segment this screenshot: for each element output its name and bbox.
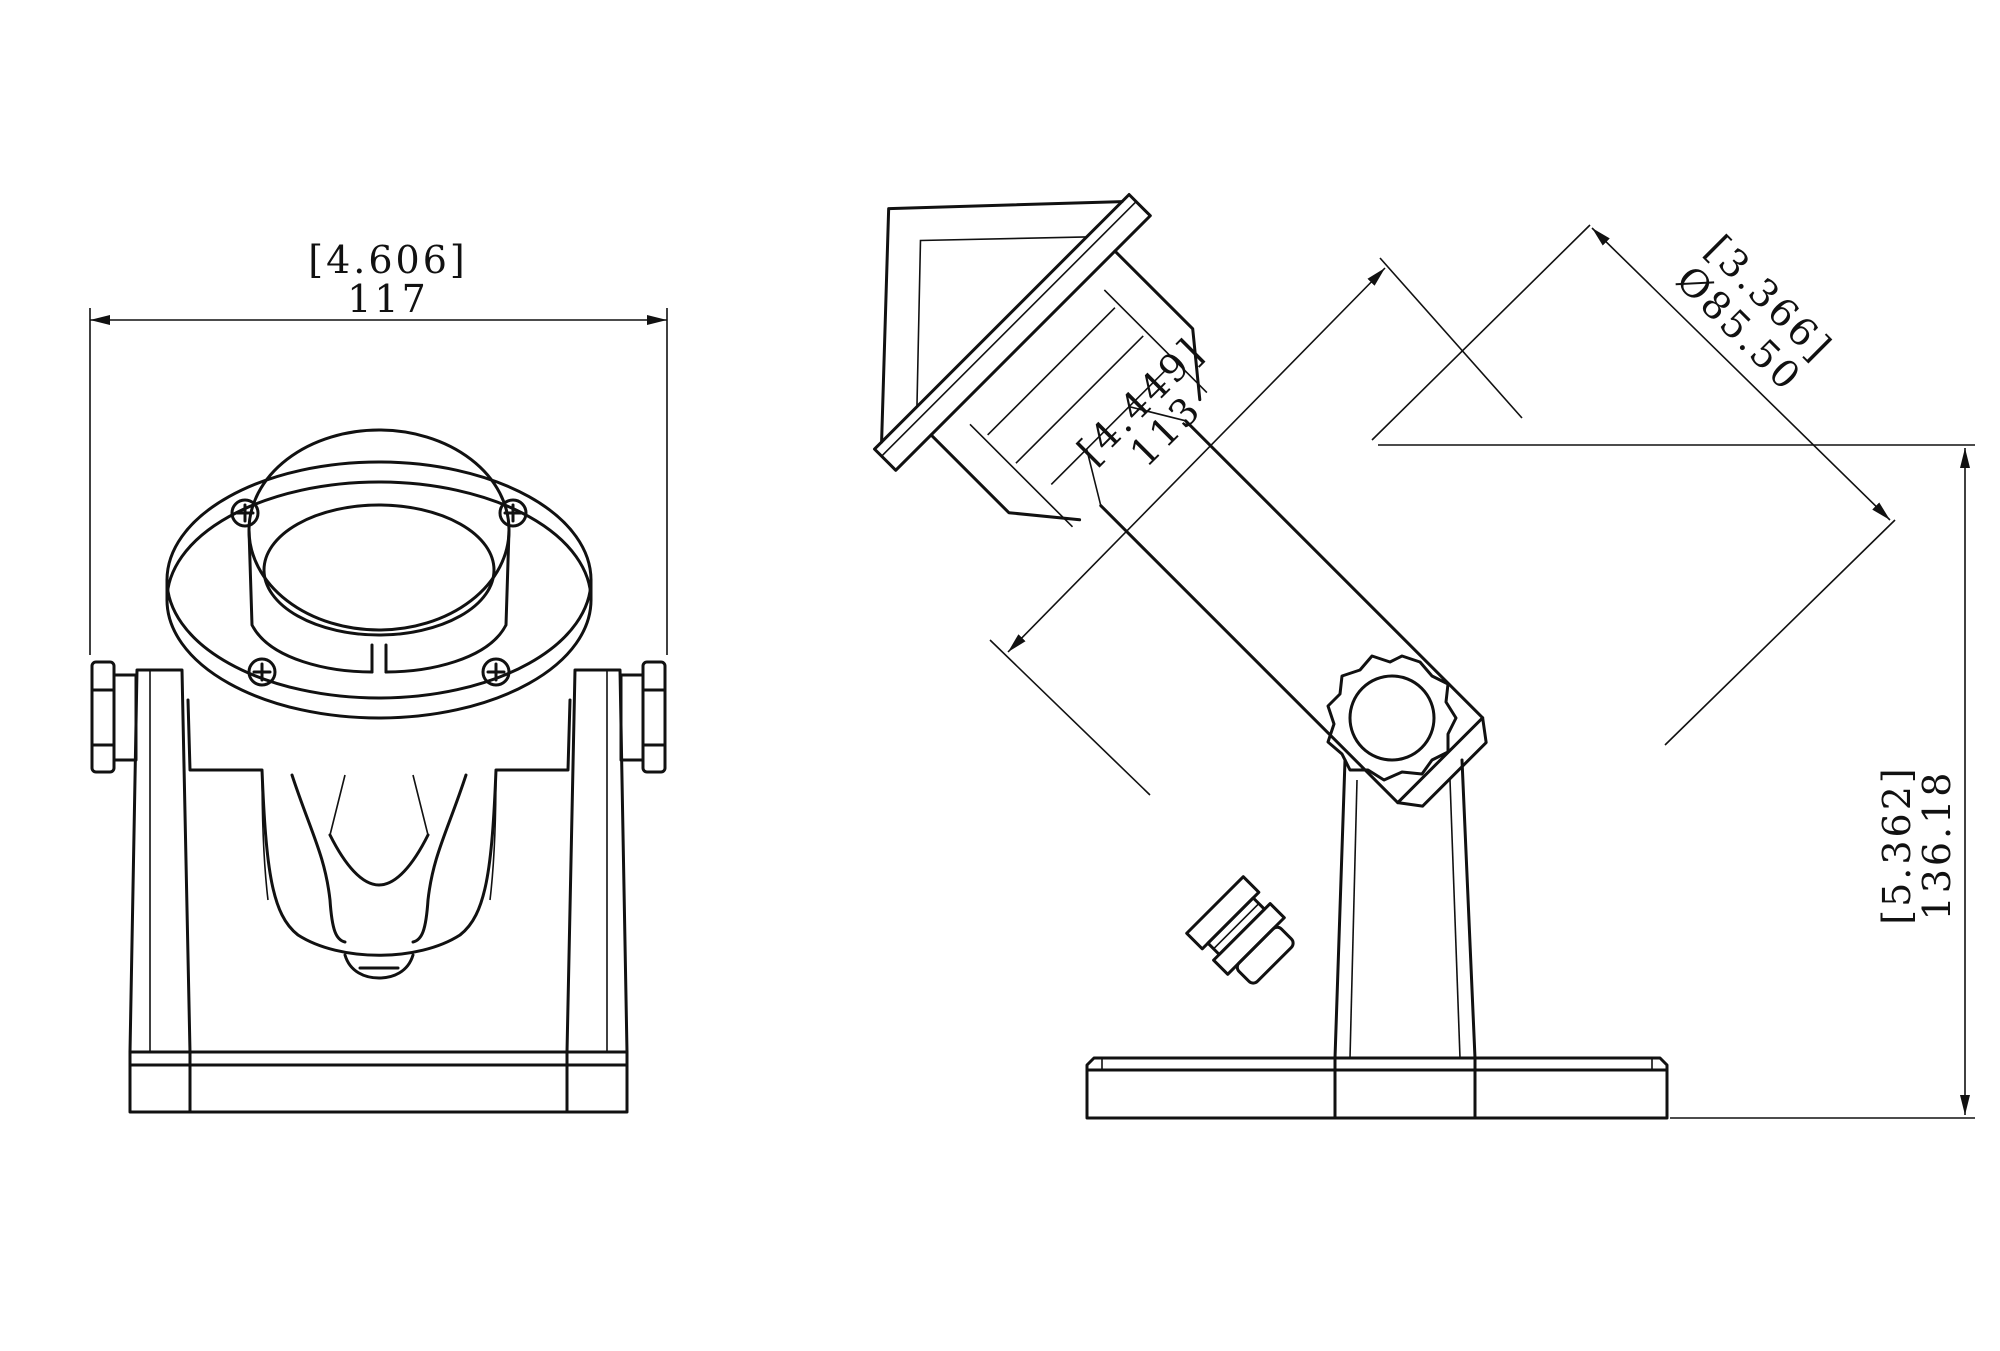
width-inch-label: [4.606] — [308, 238, 467, 282]
side-view: [4.449] 113 [3.366] Ø85.50 [5.362] 136.1… — [873, 193, 1975, 1120]
side-height-dimension: [5.362] 136.18 — [1378, 444, 1975, 1119]
side-pedestal — [1333, 758, 1477, 1120]
screw-icon — [247, 657, 277, 687]
side-cable-gland — [1185, 875, 1295, 985]
height-mm-label: 136.18 — [1915, 770, 1959, 921]
front-left-knob — [90, 660, 138, 774]
screw-icon — [481, 657, 511, 687]
height-inch-label: [5.362] — [1875, 765, 1919, 924]
front-lamp-body — [186, 698, 572, 980]
front-base-plate — [128, 1050, 629, 1114]
front-view: [4.606] 117 — [89, 238, 668, 1114]
front-yoke-bracket — [128, 668, 629, 1054]
front-flange — [165, 460, 593, 720]
screw-icon — [230, 498, 260, 528]
side-length-dimension: [4.449] 113 — [989, 257, 1523, 796]
front-right-knob — [619, 660, 667, 774]
side-lamp-body — [873, 193, 1488, 808]
side-diameter-dimension: [3.366] Ø85.50 — [1371, 224, 1896, 746]
front-ring-clip — [247, 428, 511, 674]
front-width-dimension: [4.606] 117 — [89, 238, 668, 655]
side-knob — [1326, 654, 1458, 782]
screw-icon — [498, 498, 528, 528]
width-mm-label: 117 — [347, 277, 429, 321]
side-base-plate — [1085, 1056, 1669, 1120]
